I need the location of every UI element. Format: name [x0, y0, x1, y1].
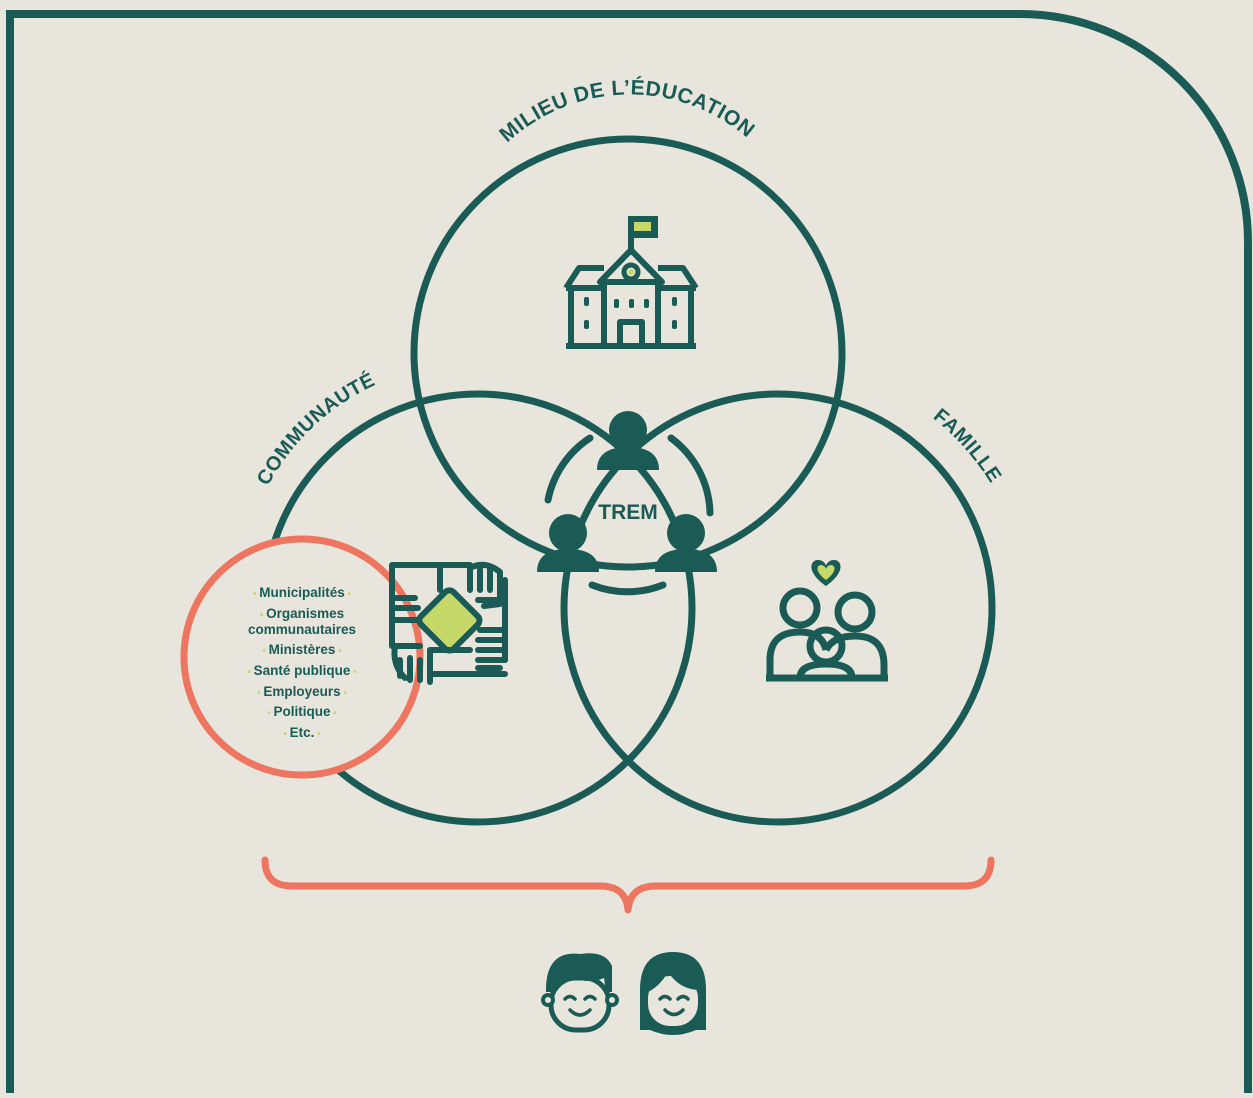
three-people-network-icon: TREM [537, 411, 717, 596]
children-faces-icon [541, 952, 706, 1035]
partners-item: • Politique • [267, 704, 337, 719]
partners-item: • Municipalités • [253, 585, 352, 600]
joined-hands-icon [389, 561, 508, 685]
partners-item: • Employeurs • [257, 684, 347, 699]
partners-item: • Santé publique • [247, 663, 357, 678]
grouping-brace [261, 856, 995, 914]
education-circle [410, 135, 846, 571]
family-label: FAMILLE [929, 405, 1005, 487]
family-heart-icon [766, 560, 888, 682]
partners-item: • Etc. • [283, 725, 321, 740]
frame-border [6, 10, 1252, 1093]
girl-face-icon [640, 952, 706, 1035]
school-building-icon [563, 216, 699, 349]
center-label: TREM [598, 501, 658, 524]
partners-item: • Ministères • [262, 642, 342, 657]
partners-item: • Organismes [260, 606, 344, 621]
partners-list: • Municipalités • • Organismes communaut… [247, 585, 357, 740]
family-circle [560, 390, 996, 826]
boy-face-icon [541, 953, 619, 1033]
partners-item: communautaires [248, 622, 356, 637]
